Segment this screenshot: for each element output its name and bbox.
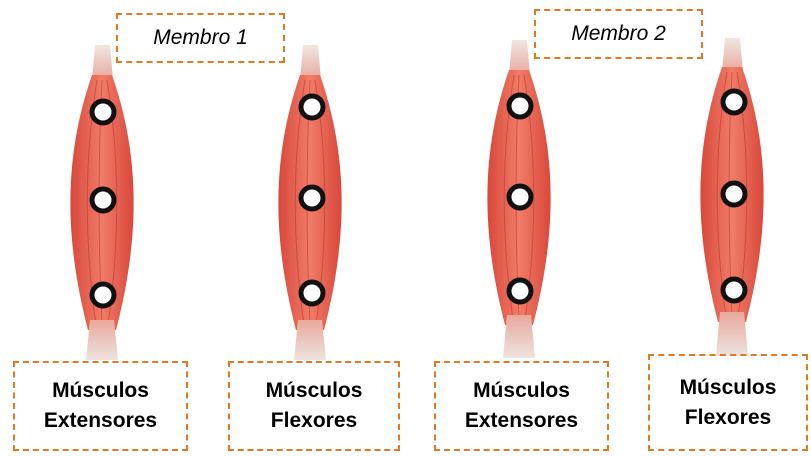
- member-2-text: Membro 2: [571, 22, 666, 46]
- muscle-3-bottom-tendon: [503, 315, 535, 358]
- muscle-4-electrode-2: [723, 183, 745, 205]
- muscle-3-electrode-3: [509, 280, 531, 302]
- muscle-4-label-line2: Flexores: [685, 403, 771, 433]
- muscle-1-label: Músculos Extensores: [13, 361, 188, 451]
- muscle-2-label: Músculos Flexores: [228, 361, 400, 451]
- member-1-label: Membro 1: [116, 13, 285, 63]
- muscle-4-top-tendon: [722, 38, 743, 72]
- muscle-4-electrode-3: [723, 279, 745, 301]
- muscle-4-electrode-1: [723, 91, 745, 113]
- member-2-label: Membro 2: [534, 9, 703, 59]
- muscle-2-electrode-1: [301, 96, 323, 118]
- muscle-2-electrode-3: [301, 282, 323, 304]
- muscle-3-electrode-2: [509, 186, 531, 208]
- muscle-2-bottom-tendon: [294, 320, 326, 360]
- member-1-text: Membro 1: [153, 26, 248, 50]
- muscle-1-label-line1: Músculos: [52, 376, 149, 406]
- muscle-4-bottom-tendon: [716, 312, 748, 356]
- muscle-1: [70, 45, 133, 360]
- muscle-1-bottom-tendon: [86, 320, 118, 360]
- muscle-3-electrode-1: [509, 95, 531, 117]
- muscle-4: [700, 38, 763, 356]
- muscle-1-top-tendon: [92, 45, 113, 80]
- muscle-3: [487, 40, 550, 358]
- muscle-1-electrode-2: [92, 189, 114, 211]
- muscle-2: [278, 45, 341, 360]
- muscle-2-electrode-2: [301, 187, 323, 209]
- muscle-4-label: Músculos Flexores: [648, 354, 808, 451]
- muscle-2-label-line1: Músculos: [266, 376, 363, 406]
- muscle-1-electrode-1: [92, 101, 114, 123]
- muscle-1-electrode-3: [92, 284, 114, 306]
- muscle-2-top-tendon: [300, 45, 321, 80]
- muscle-3-label: Músculos Extensores: [434, 361, 609, 451]
- muscle-4-label-line1: Músculos: [680, 373, 777, 403]
- muscle-3-label-line1: Músculos: [473, 376, 570, 406]
- muscle-3-top-tendon: [509, 40, 530, 75]
- muscle-2-label-line2: Flexores: [271, 406, 357, 436]
- muscle-3-label-line2: Extensores: [465, 406, 578, 436]
- muscle-1-label-line2: Extensores: [44, 406, 157, 436]
